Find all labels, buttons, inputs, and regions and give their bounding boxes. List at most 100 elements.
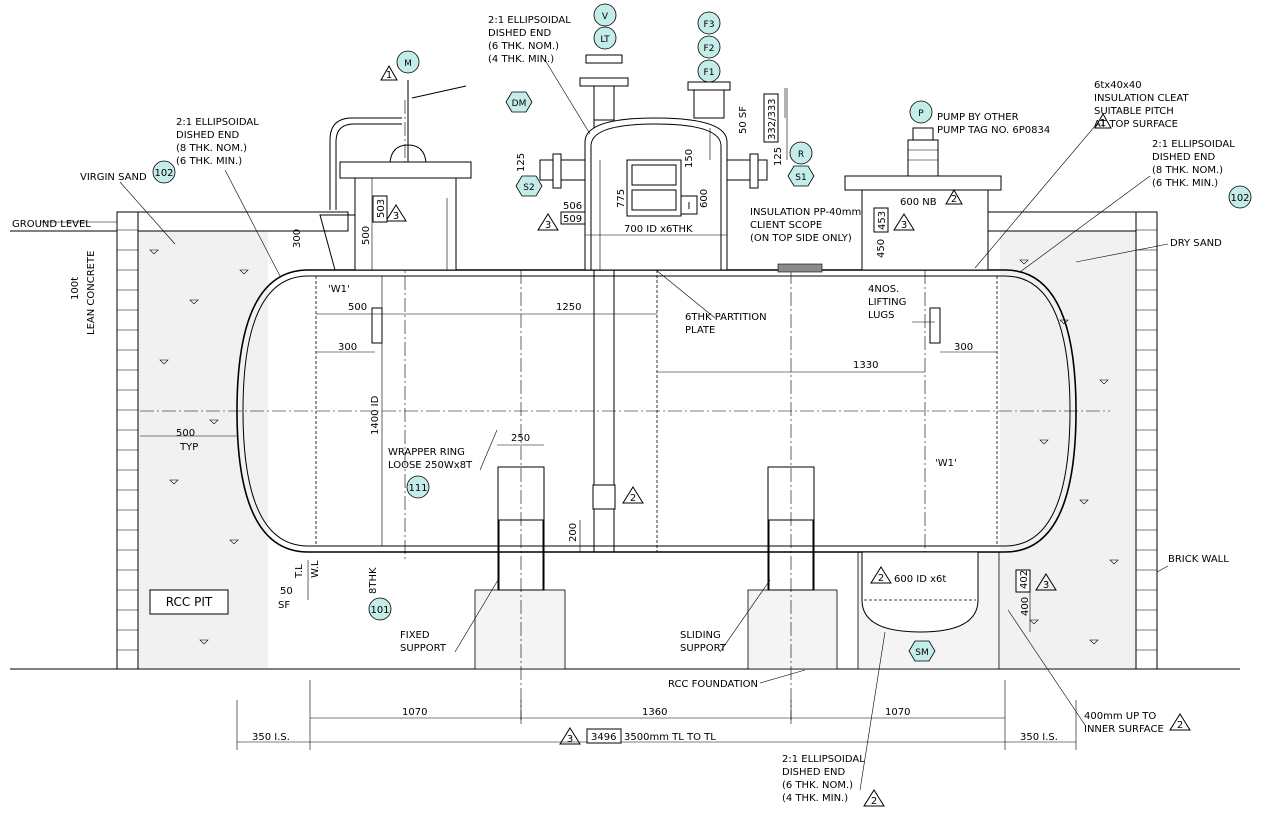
dim-503: 503 xyxy=(376,199,387,218)
left-end-line-1: 2:1 ELLIPSOIDAL xyxy=(176,117,259,128)
tag-s1-label: S1 xyxy=(795,173,806,183)
insulation-line-2: CLIENT SCOPE xyxy=(750,220,822,231)
inner-line-2: INNER SURFACE xyxy=(1084,724,1164,735)
tag-m-label: M xyxy=(404,59,412,69)
rcc-pit-box xyxy=(149,589,229,615)
tl-label: T.L xyxy=(294,564,305,579)
vessel-shell xyxy=(140,91,1110,720)
tag-lt xyxy=(593,26,617,50)
rev-triangle-inner xyxy=(1169,713,1191,731)
tag-f3 xyxy=(697,11,721,35)
insulation-pad xyxy=(777,263,823,273)
dim-300-nozzle: 300 xyxy=(292,229,303,248)
sump xyxy=(861,551,979,633)
lifting-lug-right xyxy=(929,307,941,344)
tag-f1 xyxy=(697,59,721,83)
top-end-line-1: 2:1 ELLIPSOIDAL xyxy=(488,15,571,26)
annotations: GROUND LEVEL LEAN CONCRETE 100t VIRGIN S… xyxy=(12,15,1235,804)
tag-r-label: R xyxy=(798,150,804,160)
wrapper-line-2: LOOSE 250Wx8T xyxy=(388,460,473,471)
ground-level-label: GROUND LEVEL xyxy=(12,219,91,230)
top-slab-right xyxy=(987,211,1137,232)
dim-600nb: 600 NB xyxy=(900,197,937,208)
sump-body xyxy=(861,551,979,633)
valve-handle xyxy=(411,85,467,99)
brick-wall-left xyxy=(116,211,139,670)
partition-line-2: PLATE xyxy=(685,325,715,336)
dim-450: 450 xyxy=(876,239,887,258)
manway-nozzle xyxy=(319,80,472,271)
virgin-sand-label: VIRGIN SAND xyxy=(80,172,147,183)
dim-500-typ: 500 xyxy=(176,428,195,439)
dim-506: 506 xyxy=(563,201,582,212)
dim-509: 509 xyxy=(563,214,582,225)
lugs-line-2: LIFTING xyxy=(868,297,906,308)
dim-453-box xyxy=(873,207,889,233)
dim-150: 150 xyxy=(684,149,695,168)
dim-402-box xyxy=(1015,569,1031,593)
lean-concrete-thk-label: 100t xyxy=(70,277,81,300)
tag-s2 xyxy=(515,175,543,197)
nozzle-tags: M V LT F3 F2 F1 DM S2 S1 R P SM xyxy=(396,3,936,662)
dim-453: 453 xyxy=(877,211,888,230)
pump-line-1: PUMP BY OTHER xyxy=(937,112,1019,123)
rev-dip-label: 2 xyxy=(630,493,636,504)
dim-1360: 1360 xyxy=(642,707,667,718)
dim-300-right: 300 xyxy=(954,342,973,353)
vent-flange-bottom xyxy=(579,77,629,87)
gauge-tag-i-text: I xyxy=(688,201,691,212)
rev-bottom-end-label: 2 xyxy=(871,796,877,807)
right-end-line-3: (8 THK. NOM.) xyxy=(1152,165,1223,176)
item-bubble-102-left xyxy=(152,160,176,184)
rev-triangle-sump xyxy=(870,566,892,584)
item-bubble-101 xyxy=(368,597,392,621)
lugs-line-1: 4NOS. xyxy=(868,284,899,295)
rev-nb-label: 2 xyxy=(951,194,957,205)
bottom-end-line-2: DISHED END xyxy=(782,767,846,778)
tag-f2-label: F2 xyxy=(704,44,715,54)
dim-1250: 1250 xyxy=(556,302,581,313)
cleat-line-1: 6tx40x40 xyxy=(1094,80,1142,91)
cleat-line-2: INSULATION CLEAT xyxy=(1094,93,1189,104)
dim-775: 775 xyxy=(616,189,627,208)
dim-125-right: 125 xyxy=(773,147,784,166)
lean-concrete-label: LEAN CONCRETE xyxy=(86,251,97,335)
dim-1400: 1400 ID xyxy=(370,395,381,435)
dim-500-left: 500 xyxy=(348,302,367,313)
item-111-label: 111 xyxy=(408,483,427,494)
level-gauge-box xyxy=(626,159,682,217)
weld-w1-left: 'W1' xyxy=(328,284,350,295)
rev-triangle-nb xyxy=(945,188,963,205)
right-end-line-2: DISHED END xyxy=(1152,152,1216,163)
shell-outline xyxy=(236,269,1077,553)
rev-triangle-tl xyxy=(559,727,581,745)
f-nozzle-flange xyxy=(687,81,731,91)
lifting-lug-left xyxy=(371,307,383,344)
manway-davit-base xyxy=(319,214,356,271)
dim-332-box xyxy=(763,93,779,143)
sliding-line-2: SUPPORT xyxy=(680,643,727,654)
dim-8thk: 8THK xyxy=(368,567,379,594)
left-end-line-3: (8 THK. NOM.) xyxy=(176,143,247,154)
item-bubble-111 xyxy=(406,475,430,499)
dim-600: 600 xyxy=(699,189,710,208)
weld-w1-right: 'W1' xyxy=(935,458,957,469)
dim-125-left: 125 xyxy=(516,153,527,172)
rev-dome-label: 3 xyxy=(545,220,551,231)
rev-triangle-manway xyxy=(385,204,407,222)
dim-250: 250 xyxy=(511,433,530,444)
tag-p-label: P xyxy=(918,109,924,119)
center-dome: I xyxy=(539,54,768,271)
item-bubbles: 102 102 111 101 xyxy=(152,160,1252,621)
dimension-lines xyxy=(140,88,1077,750)
rev-triangle-dome xyxy=(537,213,559,231)
dim-503-box xyxy=(372,195,388,223)
item-101-label: 101 xyxy=(370,605,389,616)
dim-50sf-top: 50 SF xyxy=(738,106,749,134)
gauge-tag-i xyxy=(680,195,698,215)
brick-wall-label: BRICK WALL xyxy=(1168,554,1229,565)
dim-400: 400 xyxy=(1020,597,1031,616)
s1-flange xyxy=(749,153,759,189)
insulation-line-1: INSULATION PP-40mm xyxy=(750,207,861,218)
left-end-line-2: DISHED END xyxy=(176,130,240,141)
